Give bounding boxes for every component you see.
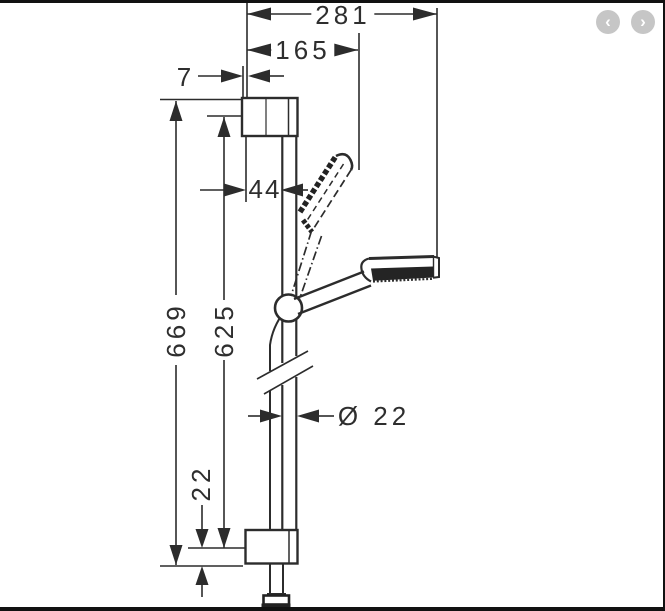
dim-label-hole-distance: 625 [209, 302, 239, 358]
right-frame-bar [663, 0, 665, 611]
top-bracket [240, 96, 299, 138]
dim-label-bar-diameter: Ø 22 [337, 401, 411, 431]
next-image-button[interactable]: › [631, 10, 655, 34]
hand-shower-tilted [290, 152, 354, 300]
dimension-arrowheads [169, 7, 437, 585]
dim-label-overall-height: 669 [161, 302, 191, 358]
slide-bar [281, 136, 298, 530]
break-marks [256, 350, 314, 395]
dim-label-bracket-offset: 7 [176, 62, 196, 92]
dim-label-bar-offset: 44 [248, 174, 282, 204]
hand-shower [293, 255, 440, 316]
bottom-bracket [244, 528, 299, 565]
dim-label-overall-width: 281 [311, 2, 375, 28]
shower-holder [273, 293, 304, 323]
top-frame-bar [0, 0, 665, 3]
bottom-frame-bar [0, 607, 665, 611]
hose-connector [261, 594, 291, 608]
chevron-left-icon: ‹ [605, 11, 611, 31]
dim-label-bottom-offset: 22 [186, 464, 216, 502]
dim-label-handshower-reach: 165 [271, 37, 335, 63]
chevron-right-icon: › [640, 11, 646, 31]
prev-image-button[interactable]: ‹ [596, 10, 620, 34]
dimension-lines [160, 2, 438, 597]
